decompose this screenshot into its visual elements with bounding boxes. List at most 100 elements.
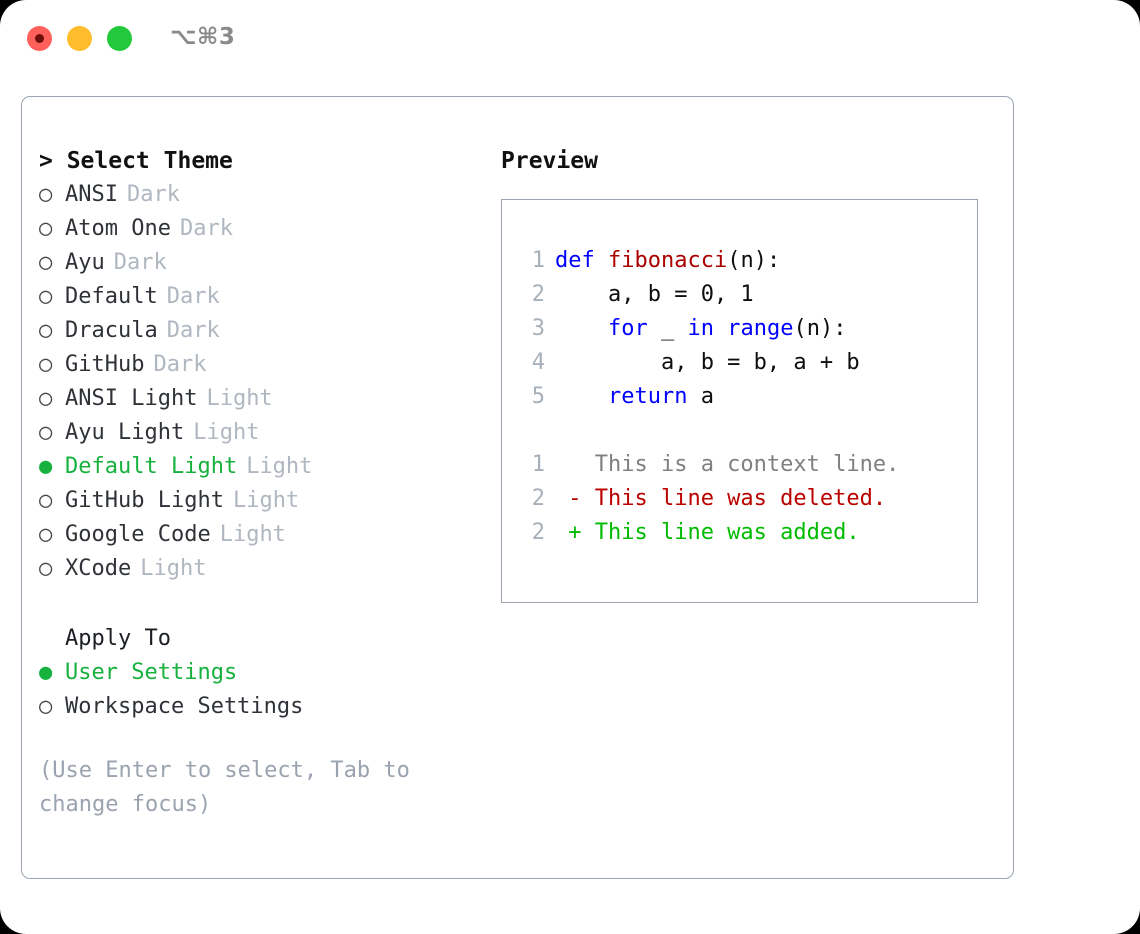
line-number: 4 [531, 350, 545, 375]
radio-unselected-icon[interactable]: ○ [39, 250, 53, 275]
radio-unselected-icon[interactable]: ○ [39, 488, 53, 513]
theme-list-item[interactable]: ○ Atom One Dark [39, 212, 479, 246]
code-line-content: def fibonacci(n): [555, 244, 780, 278]
radio-unselected-icon[interactable]: ○ [39, 216, 53, 241]
code-line: 2 a, b = 0, 1 [515, 278, 969, 312]
code-token: - This line was deleted. [555, 486, 887, 511]
apply-to-option-label: User Settings [65, 660, 238, 685]
theme-list-item[interactable]: ○ Ayu Light Light [39, 416, 479, 450]
theme-name-label: ANSI Light [65, 386, 198, 411]
theme-category-label: Light [219, 522, 286, 547]
code-token: a, b = 0, 1 [555, 282, 754, 307]
keyboard-hint-text: (Use Enter to select, Tab to change focu… [39, 758, 424, 817]
line-number: 2 [531, 520, 545, 545]
apply-to-option[interactable]: ● User Settings [39, 656, 479, 690]
theme-name-label: Dracula [65, 318, 158, 343]
theme-category-label: Light [206, 386, 273, 411]
code-line-content: for _ in range(n): [555, 312, 846, 346]
radio-unselected-icon[interactable]: ○ [39, 182, 53, 207]
theme-list-item[interactable]: ○ ANSI Dark [39, 178, 479, 212]
apply-to-option-label: Workspace Settings [65, 694, 304, 719]
theme-category-label: Dark [126, 182, 180, 207]
line-number: 1 [531, 248, 545, 273]
code-line-content: a, b = 0, 1 [555, 278, 754, 312]
line-number: 2 [531, 486, 545, 511]
line-number: 3 [531, 316, 545, 341]
code-blank-line [515, 414, 969, 448]
diff-line: 1 This is a context line. [515, 448, 969, 482]
line-number: 5 [531, 384, 545, 409]
code-line-content: This is a context line. [555, 448, 900, 482]
radio-selected-icon[interactable]: ● [39, 660, 53, 685]
code-token: def [555, 248, 608, 273]
theme-category-label: Light [193, 420, 260, 445]
radio-unselected-icon[interactable]: ○ [39, 420, 53, 445]
code-token: fibonacci [607, 248, 728, 273]
close-icon [35, 34, 44, 43]
preview-title: Preview [501, 148, 598, 174]
keyboard-shortcut-label: ⌥⌘3 [170, 24, 236, 50]
diff-line: 2 + This line was added. [515, 516, 969, 550]
theme-name-label: XCode [65, 556, 132, 581]
theme-name-label: Ayu [65, 250, 105, 275]
theme-name-label: ANSI [65, 182, 118, 207]
diff-line: 2 - This line was deleted. [515, 482, 969, 516]
section-spacer [39, 586, 479, 622]
code-token: a, b = b, a + b [555, 350, 860, 375]
radio-unselected-icon[interactable]: ○ [39, 284, 53, 309]
code-line-content: + This line was added. [555, 516, 860, 550]
code-token [555, 384, 608, 409]
line-number: 1 [531, 452, 545, 477]
code-line: 1 def fibonacci(n): [515, 244, 969, 278]
apply-to-option[interactable]: ○ Workspace Settings [39, 690, 479, 724]
code-line-content: - This line was deleted. [555, 482, 886, 516]
code-token: in [687, 316, 714, 341]
code-token: _ [647, 316, 688, 341]
theme-name-label: Atom One [65, 216, 171, 241]
radio-unselected-icon[interactable]: ○ [39, 556, 53, 581]
maximize-button[interactable] [107, 26, 132, 51]
radio-unselected-icon[interactable]: ○ [39, 352, 53, 377]
radio-unselected-icon[interactable]: ○ [39, 694, 53, 719]
radio-selected-icon[interactable]: ● [39, 454, 53, 479]
theme-list-item[interactable]: ○ ANSI Light Light [39, 382, 479, 416]
radio-unselected-icon[interactable]: ○ [39, 318, 53, 343]
title-bar: ⌥⌘3 [0, 0, 1140, 78]
theme-category-label: Light [232, 488, 300, 513]
line-number: 2 [531, 282, 545, 307]
theme-list-item[interactable]: ○ Dracula Dark [39, 314, 479, 348]
apply-to-options: ● User Settings ○ Workspace Settings [39, 656, 479, 724]
theme-category-label: Light [246, 454, 313, 479]
code-token: a [687, 384, 714, 409]
theme-category-label: Dark [166, 318, 220, 343]
code-token: + This line was added. [555, 520, 860, 545]
theme-name-label: Ayu Light [65, 420, 185, 445]
theme-category-label: Dark [179, 216, 233, 241]
radio-unselected-icon[interactable]: ○ [39, 386, 53, 411]
apply-to-header: Apply To [65, 626, 171, 651]
minimize-button[interactable] [67, 26, 92, 51]
code-token: return [607, 384, 688, 409]
code-token [714, 316, 727, 341]
code-token: (n): [727, 248, 781, 273]
select-theme-header: > Select Theme [39, 148, 233, 174]
code-token: (n): [793, 316, 847, 341]
radio-unselected-icon[interactable]: ○ [39, 522, 53, 547]
code-line: 5 return a [515, 380, 969, 414]
code-token: This is a context line. [555, 452, 900, 477]
code-line: 3 for _ in range(n): [515, 312, 969, 346]
